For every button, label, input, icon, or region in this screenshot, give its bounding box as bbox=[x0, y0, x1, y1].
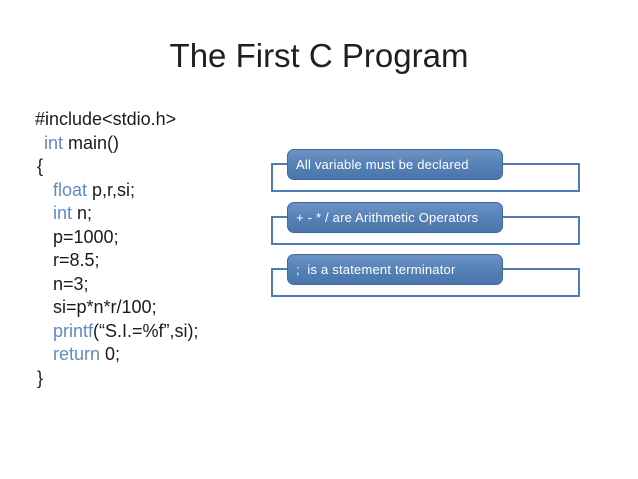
code-line: int main() bbox=[35, 132, 199, 156]
code-block: #include<stdio.h>int main(){float p,r,si… bbox=[35, 108, 199, 390]
slide-title: The First C Program bbox=[169, 37, 469, 74]
code-line: return 0; bbox=[35, 343, 199, 367]
callout-box: All variable must be declared bbox=[287, 149, 503, 180]
code-text: p,r,si; bbox=[87, 179, 136, 200]
callout-group: + - * / are Arithmetic Operators bbox=[271, 202, 580, 247]
code-text: } bbox=[37, 367, 44, 388]
code-line: p=1000; bbox=[35, 226, 199, 250]
code-line: si=p*n*r/100; bbox=[35, 296, 199, 320]
callout-box: ; is a statement terminator bbox=[287, 254, 503, 285]
code-line: #include<stdio.h> bbox=[35, 108, 199, 132]
callout-label: All variable must be declared bbox=[296, 157, 469, 172]
callout-label: + - * / are Arithmetic Operators bbox=[296, 210, 479, 225]
callout-box: + - * / are Arithmetic Operators bbox=[287, 202, 503, 233]
code-keyword: printf bbox=[53, 320, 94, 341]
code-keyword: int bbox=[44, 132, 64, 153]
callout-label: ; is a statement terminator bbox=[296, 262, 456, 277]
code-keyword: float bbox=[53, 179, 88, 200]
code-line: { bbox=[35, 155, 199, 179]
code-line: n=3; bbox=[35, 273, 199, 297]
code-text: (“S.I.=%f”,si); bbox=[93, 320, 199, 341]
code-keyword: return bbox=[53, 344, 101, 364]
code-text: p=1000; bbox=[53, 226, 119, 247]
code-text: main() bbox=[63, 132, 120, 153]
code-text: n; bbox=[72, 203, 93, 223]
code-line: } bbox=[35, 367, 199, 391]
code-line: printf(“S.I.=%f”,si); bbox=[35, 320, 199, 344]
callout-group: All variable must be declared bbox=[271, 149, 580, 194]
code-text: r=8.5; bbox=[53, 250, 100, 270]
code-text: #include<stdio.h> bbox=[35, 109, 177, 129]
code-line: int n; bbox=[35, 202, 199, 226]
code-line: r=8.5; bbox=[35, 249, 199, 273]
code-text: si=p*n*r/100; bbox=[53, 297, 157, 317]
code-keyword: int bbox=[53, 203, 73, 223]
code-text: n=3; bbox=[53, 273, 89, 294]
code-text: 0; bbox=[100, 344, 121, 364]
code-text: { bbox=[37, 156, 44, 176]
code-line: float p,r,si; bbox=[35, 179, 199, 203]
callout-group: ; is a statement terminator bbox=[271, 254, 580, 299]
